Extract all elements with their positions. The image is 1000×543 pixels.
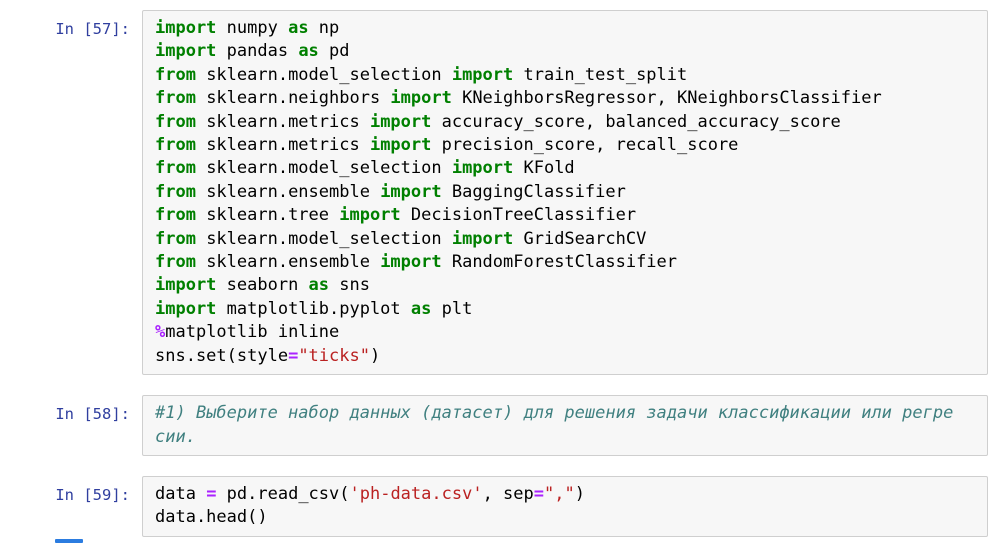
code-token-kw: from bbox=[155, 135, 196, 156]
code-token-txt: matplotlib inline bbox=[165, 322, 340, 343]
code-token-kw: import bbox=[339, 205, 401, 226]
code-token-kw: from bbox=[155, 181, 196, 202]
code-input-area[interactable]: #1) Выберите набор данных (датасет) для … bbox=[142, 395, 988, 456]
code-cell-58: In [58]: #1) Выберите набор данных (дата… bbox=[0, 395, 988, 456]
code-token-kw: from bbox=[155, 205, 196, 226]
code-token-kw: from bbox=[155, 111, 196, 132]
code-input-area[interactable]: import numpy as np import pandas as pd f… bbox=[142, 10, 988, 376]
code-token-kw: as bbox=[410, 298, 432, 319]
code-token-txt: DecisionTreeClassifier bbox=[400, 205, 637, 226]
code-token-kw: as bbox=[308, 275, 330, 296]
code-token-kw: import bbox=[155, 41, 217, 62]
code-token-txt: sklearn.metrics bbox=[195, 135, 370, 156]
code-token-kw: import bbox=[155, 298, 217, 319]
code-token-txt: pd.read_csv( bbox=[216, 483, 350, 504]
code-token-kw: from bbox=[155, 252, 196, 273]
code-token-txt: precision_score, recall_score bbox=[431, 135, 739, 156]
code-cell-59: In [59]: data = pd.read_csv('ph-data.csv… bbox=[0, 475, 988, 537]
code-token-txt: pd bbox=[318, 41, 350, 62]
code-token-txt: BaggingClassifier bbox=[441, 181, 626, 202]
code-token-kw: import bbox=[390, 88, 452, 109]
code-token-txt: sklearn.model_selection bbox=[195, 64, 452, 85]
code-token-txt: pandas bbox=[216, 41, 299, 62]
code-token-txt: sklearn.metrics bbox=[195, 111, 370, 132]
code-token-kw: import bbox=[451, 158, 514, 179]
code-token-txt: sklearn.ensemble bbox=[195, 252, 381, 273]
code-token-txt: ) bbox=[574, 483, 585, 504]
code-token-kw: as bbox=[298, 41, 319, 62]
code-editor[interactable]: import numpy as np import pandas as pd f… bbox=[155, 17, 953, 368]
code-token-txt: accuracy_score, balanced_accuracy_score bbox=[431, 111, 841, 132]
code-token-kw: from bbox=[155, 64, 196, 85]
code-token-kw: import bbox=[155, 18, 217, 38]
code-token-op: = bbox=[533, 483, 544, 504]
code-token-kw: import bbox=[380, 252, 442, 273]
code-token-kw: from bbox=[155, 88, 196, 109]
code-token-txt: train_test_split bbox=[513, 64, 688, 85]
code-editor[interactable]: #1) Выберите набор данных (датасет) для … bbox=[155, 402, 953, 449]
code-token-kw: as bbox=[288, 18, 309, 38]
code-token-op: = bbox=[206, 483, 217, 504]
code-token-txt: RandomForestClassifier bbox=[441, 252, 678, 273]
code-token-txt: GridSearchCV bbox=[513, 228, 647, 249]
input-prompt: In [58]: bbox=[55, 405, 130, 424]
code-token-kw: import bbox=[369, 135, 432, 156]
code-token-txt: sklearn.ensemble bbox=[195, 181, 381, 202]
code-token-kw: import bbox=[380, 181, 442, 202]
code-token-str: 'ph-data.csv' bbox=[349, 483, 483, 504]
code-token-op: % bbox=[155, 322, 166, 343]
code-token-txt: plt bbox=[431, 298, 473, 319]
code-token-txt: data bbox=[155, 483, 207, 504]
code-input-area[interactable]: data = pd.read_csv('ph-data.csv', sep=",… bbox=[142, 475, 988, 537]
code-token-txt: sklearn.model_selection bbox=[195, 228, 452, 249]
input-prompt: In [57]: bbox=[55, 20, 130, 38]
code-token-txt: np bbox=[308, 18, 340, 38]
next-cell-selection-bar bbox=[55, 539, 83, 543]
code-token-txt: sklearn.neighbors bbox=[195, 88, 391, 109]
input-prompt: In [59]: bbox=[55, 485, 130, 504]
code-cell-57: In [57]: import numpy as np import panda… bbox=[0, 10, 988, 376]
code-token-txt: sns.set(style bbox=[155, 345, 289, 366]
code-token-kw: import bbox=[155, 275, 217, 296]
code-token-txt: sklearn.tree bbox=[195, 205, 340, 226]
code-token-kw: from bbox=[155, 158, 196, 179]
code-token-txt: ) bbox=[369, 345, 381, 366]
code-token-com: #1) Выберите набор данных (датасет) для … bbox=[155, 403, 954, 447]
code-token-txt: KNeighborsRegressor, KNeighborsClassifie… bbox=[451, 88, 882, 109]
code-token-kw: import bbox=[451, 64, 514, 85]
code-token-kw: import bbox=[369, 111, 432, 132]
code-token-txt: sns bbox=[329, 275, 370, 296]
code-token-txt: data.head() bbox=[155, 507, 268, 528]
code-token-txt: , sep bbox=[482, 483, 534, 504]
code-token-str: "ticks" bbox=[298, 345, 370, 366]
code-editor[interactable]: data = pd.read_csv('ph-data.csv', sep=",… bbox=[155, 483, 953, 530]
code-token-kw: import bbox=[451, 228, 514, 249]
code-token-txt: matplotlib.pyplot bbox=[216, 298, 411, 319]
code-token-txt: seaborn bbox=[216, 275, 309, 296]
code-token-txt: numpy bbox=[216, 18, 289, 38]
code-token-txt: sklearn.model_selection bbox=[195, 158, 452, 179]
code-token-str: "," bbox=[544, 483, 575, 504]
code-token-kw: from bbox=[155, 228, 196, 249]
code-token-txt: KFold bbox=[513, 158, 575, 179]
code-token-op: = bbox=[288, 345, 299, 366]
